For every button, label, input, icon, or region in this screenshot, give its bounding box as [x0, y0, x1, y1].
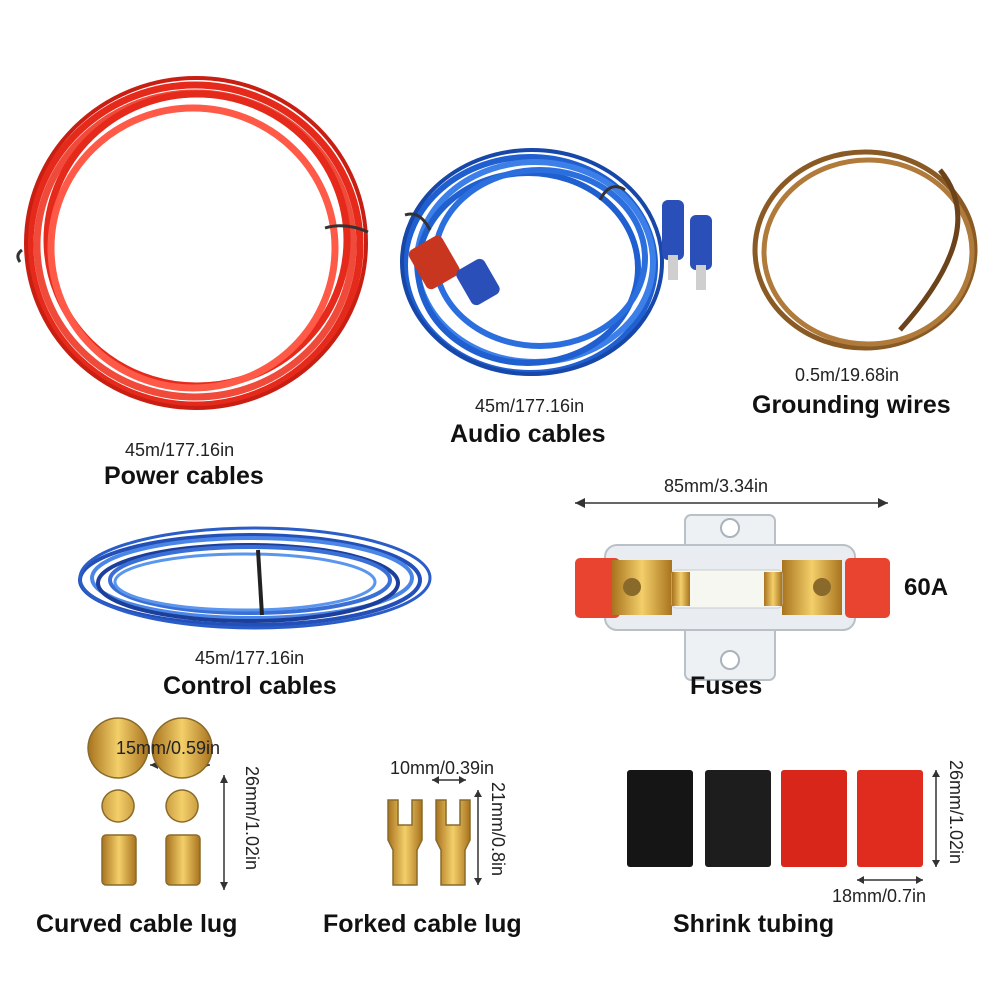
grounding-wire-title: Grounding wires [752, 391, 951, 419]
fuse-size: 85mm/3.34in [664, 476, 769, 496]
forked-lug-width: 10mm/0.39in [390, 758, 495, 778]
audio-cable-title: Audio cables [450, 420, 606, 448]
shrink-tubing [627, 770, 940, 884]
audio-cable-size: 45m/177.16in [475, 396, 585, 416]
forked-lug-title: Forked cable lug [323, 910, 522, 938]
shrink-tube-title: Shrink tubing [673, 910, 835, 938]
control-cable-coil [78, 526, 432, 630]
power-cable-coil [16, 76, 369, 410]
fuse-title: Fuses [690, 672, 763, 700]
fuse-holder [575, 498, 890, 681]
grounding-wire-size: 0.5m/19.68in [795, 365, 900, 385]
grounding-wire-loop [752, 149, 978, 351]
shrink-tube-height: 26mm/1.02in [946, 760, 966, 865]
power-cable-size: 45m/177.16in [125, 440, 235, 460]
curved-lugs [87, 717, 228, 890]
fuse-rating: 60A [904, 574, 949, 601]
forked-lugs [387, 776, 482, 886]
power-cable-title: Power cables [104, 462, 264, 490]
curved-lug-height: 26mm/1.02in [242, 766, 262, 871]
control-cable-title: Control cables [163, 672, 337, 700]
control-cable-size: 45m/177.16in [195, 648, 305, 668]
curved-lug-width: 15mm/0.59in [116, 738, 221, 758]
rca-connectors [408, 200, 712, 306]
shrink-tube-width: 18mm/0.7in [832, 886, 927, 906]
curved-lug-title: Curved cable lug [36, 910, 238, 938]
forked-lug-height: 21mm/0.8in [488, 782, 508, 877]
